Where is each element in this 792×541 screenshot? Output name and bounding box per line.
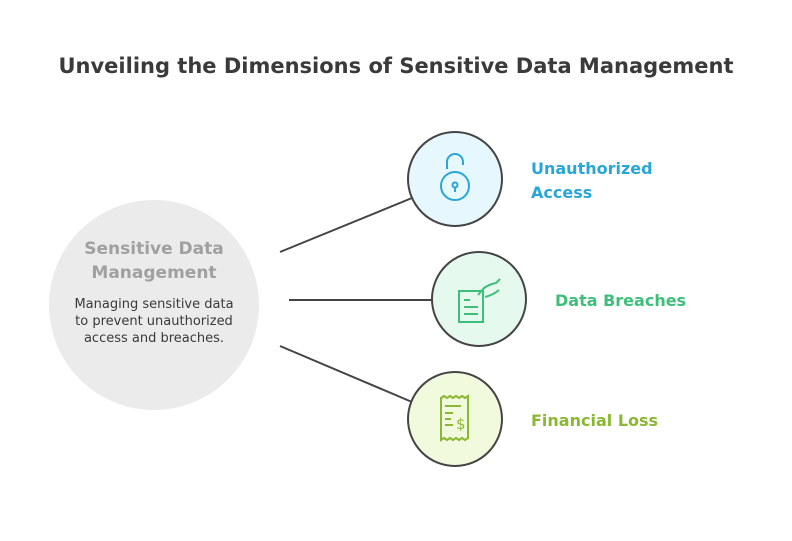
node-label-financial-loss: Financial Loss: [531, 411, 659, 430]
receipt-dollar-icon: $: [440, 394, 469, 442]
node-label-data-breaches: Data Breaches: [555, 291, 687, 310]
node-label-unauthorized-access: Unauthorized Access: [531, 157, 653, 205]
node-circle-financial-loss: [407, 371, 503, 467]
node-circle-data-breaches: [431, 251, 527, 347]
connector-line: [279, 197, 413, 253]
center-circle: [49, 200, 259, 410]
node-circle-unauthorized-access: [407, 131, 503, 227]
svg-text:$: $: [456, 415, 466, 433]
hand-document-icon: [458, 278, 501, 323]
page-title: Unveiling the Dimensions of Sensitive Da…: [58, 54, 734, 78]
center-title: Sensitive Data Management: [84, 239, 224, 283]
label-line: Access: [531, 183, 593, 202]
connector-line: [279, 345, 413, 403]
label-line: Unauthorized: [531, 159, 653, 178]
unlocked-padlock-icon: [440, 153, 470, 201]
center-description: Managing sensitive data to prevent unaut…: [74, 297, 234, 346]
